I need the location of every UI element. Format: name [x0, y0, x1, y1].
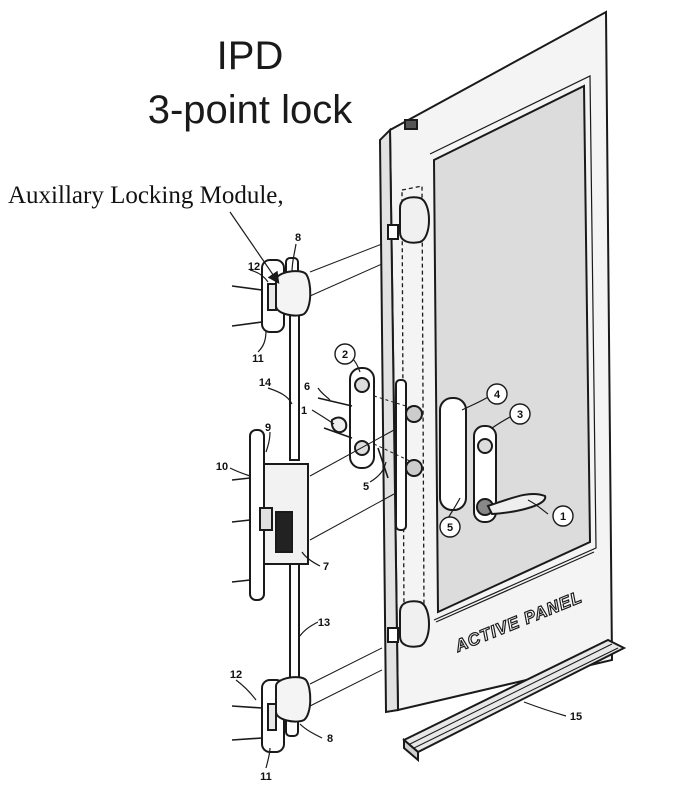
inside-trim [317, 367, 389, 479]
door-handleset [405, 397, 547, 523]
interior-escutcheon [439, 397, 467, 511]
callout-9: 9 [265, 422, 271, 434]
lock-cylinder-icon [275, 511, 293, 553]
callouts: 1 4 3 5 2 6 1 5 8 12 11 14 9 10 7 13 12 … [216, 232, 582, 783]
threshold [402, 638, 627, 763]
callout-11-bottom: 11 [260, 771, 272, 783]
callout-7: 7 [323, 561, 329, 573]
diagram-title-line1: IPD [216, 34, 284, 78]
callout-10: 10 [216, 461, 228, 473]
callout-5-left: 5 [363, 481, 369, 493]
callout-8-bottom: 8 [327, 733, 333, 745]
bottom-keeper-icon [399, 600, 430, 648]
lower-rod [289, 559, 300, 681]
callout-4: 4 [494, 389, 501, 401]
callout-5-right: 5 [447, 522, 453, 534]
callout-12-top: 12 [248, 261, 260, 273]
top-keeper-icon [399, 196, 430, 244]
callout-11-top: 11 [252, 353, 264, 365]
edge-faceplate [395, 379, 407, 531]
diagram-title-line2: 3-point lock [147, 88, 353, 132]
callout-8-top: 8 [295, 232, 301, 244]
thumbturn-icon [354, 377, 370, 393]
callout-1-left: 1 [301, 405, 307, 417]
callout-15: 15 [570, 711, 582, 723]
callout-14: 14 [259, 377, 272, 389]
top-latch-icon [404, 119, 418, 130]
callout-13: 13 [318, 617, 330, 629]
callout-1-handle: 1 [560, 511, 566, 523]
door-edge [378, 127, 400, 714]
leader-lines [229, 211, 567, 769]
lever-handle-icon [486, 492, 547, 516]
auxiliary-module-label: Auxillary Locking Module, [8, 182, 284, 209]
callout-2: 2 [342, 349, 348, 361]
upper-rod [289, 299, 300, 461]
callout-6: 6 [304, 381, 310, 393]
alignment-lines [309, 243, 413, 707]
center-mortise-lock [231, 429, 309, 601]
callout-12-bottom: 12 [230, 669, 242, 681]
callout-3: 3 [517, 409, 523, 421]
lower-auxiliary-module [231, 676, 312, 753]
